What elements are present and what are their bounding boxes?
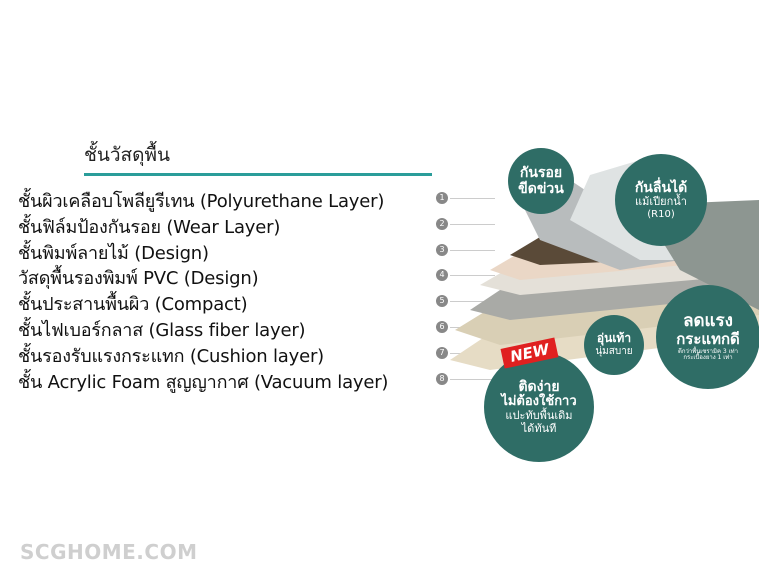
badge-text: (R10) (647, 208, 675, 220)
badge-slip: กันลื่นได้ แม้เปียกน้ำ (R10) (615, 154, 707, 246)
watermark: SCGHOME.COM (20, 540, 198, 564)
layer-number-marker: 1 (436, 192, 448, 204)
leader-line (450, 275, 495, 277)
badge-text: อุ่นเท้า (596, 331, 632, 346)
badge-text: ติดง่าย (518, 378, 560, 395)
layer-number-marker: 3 (436, 243, 448, 256)
badge-text: ไม่ต้องใช้กาว (501, 393, 577, 409)
badge-text: กันลื่นได้ (634, 179, 688, 196)
badge-easy-install: ติดง่าย ไม่ต้องใช้กาว แปะทับพื้นเดิม ได้… (484, 352, 594, 462)
badge-text: กันรอย (519, 164, 563, 181)
badge-text: นุ่มสบาย (595, 346, 633, 358)
layer-label: วัสดุพื้นรองพิมพ์ PVC (Design) (18, 268, 259, 290)
badge-scratch: กันรอย ขีดข่วน (508, 148, 574, 214)
badge-text: กระแทกดี (676, 330, 740, 349)
layer-label: ชั้นพิมพ์ลายไม้ (Design) (18, 242, 209, 264)
layer-number-marker: 6 (436, 321, 448, 333)
badge-text: ลดแรง (683, 310, 733, 331)
badge-text: กระเบื้องยาง 1 เท่า (683, 354, 733, 362)
badge-impact: ลดแรง กระแทกดี ดีกว่าพื้นเซรามิค 3 เท่า … (656, 285, 759, 389)
layer-label: ชั้นไฟเบอร์กลาส (Glass fiber layer) (18, 320, 306, 341)
layer-label: ชั้น Acrylic Foam สูญญากาศ (Vacuum layer… (18, 371, 389, 393)
badge-text: แปะทับพื้นเดิม (505, 408, 573, 422)
leader-line (450, 198, 495, 199)
layer-label: ชั้นประสานพื้นผิว (Compact) (18, 294, 248, 316)
layer-number-marker: 7 (436, 346, 448, 359)
layer-number-marker: 2 (436, 217, 448, 230)
badge-text: ดีกว่าพื้นเซรามิค 3 เท่า (677, 347, 738, 355)
leader-line (450, 378, 495, 380)
badge-warm: อุ่นเท้า นุ่มสบาย (584, 315, 644, 375)
layer-label: ชั้นรองรับแรงกระแทก (Cushion layer) (18, 345, 324, 367)
leader-line (450, 223, 495, 225)
layer-label: ชั้นผิวเคลือบโพลียูรีเทน (Polyurethane L… (18, 191, 385, 212)
layer-number-marker: 4 (436, 269, 448, 282)
layer-number-marker: 8 (436, 372, 448, 385)
layer-label: ชั้นฟิล์มป้องกันรอย (Wear Layer) (18, 216, 281, 238)
leader-line (450, 301, 495, 303)
badge-text: ขีดข่วน (518, 181, 564, 197)
layer-number-marker: 5 (436, 295, 448, 308)
leader-line (450, 249, 495, 251)
badge-text: ได้ทันที (521, 421, 557, 435)
badge-text: แม้เปียกน้ำ (635, 194, 687, 208)
section-title: ชั้นวัสดุพื้น (84, 144, 171, 166)
title-underline (84, 173, 432, 176)
